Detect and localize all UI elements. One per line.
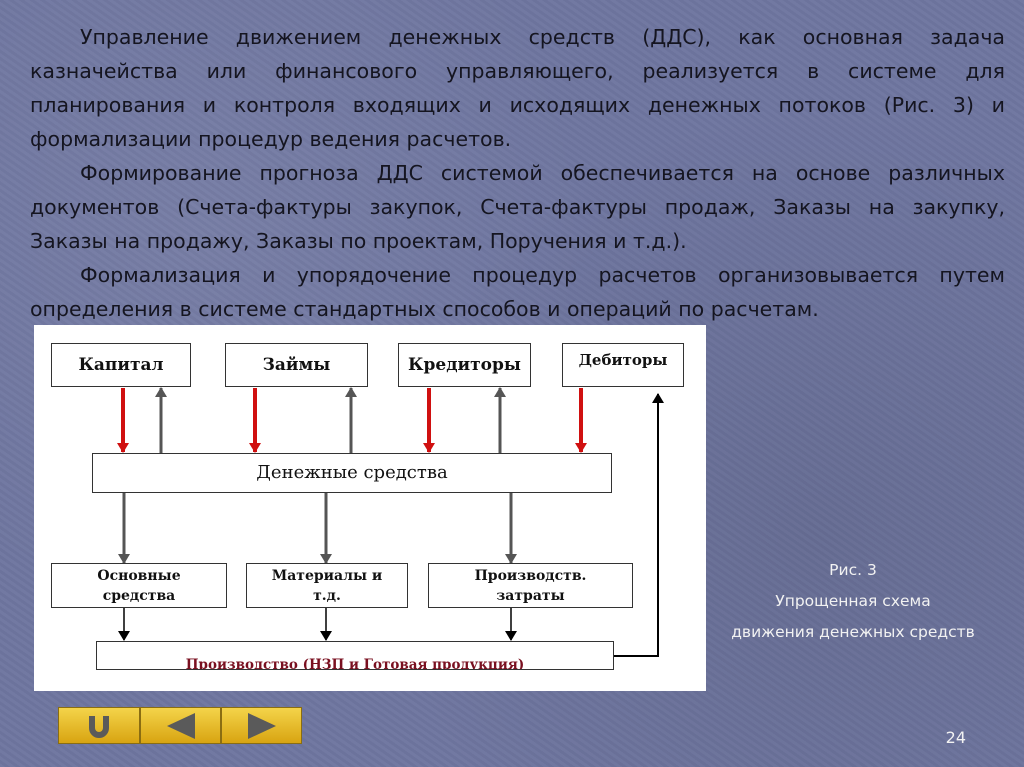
diagram-arrows [117,387,664,657]
home-icon [89,715,109,738]
back-arrow-icon [166,712,195,739]
node-creditors: Кредиторы [398,343,531,387]
node-loans: Займы [225,343,368,387]
node-debtors: Дебиторы [562,343,684,387]
caption-title-line1: Упрощенная схема [775,592,931,610]
forward-arrow-icon [247,712,276,739]
node-capital: Капитал [51,343,191,387]
node-cash: Денежные средства [92,453,612,493]
back-button[interactable] [140,707,221,744]
figure-caption: Рис. 3 Упрощенная схема движения денежны… [708,555,998,648]
home-button[interactable] [58,707,140,744]
paragraph-2: Формирование прогноза ДДС системой обесп… [30,161,1005,253]
paragraph-3: Формализация и упорядочение процедур рас… [30,263,1005,321]
return-arrow-production-to-debtors [614,393,664,657]
paragraph-1: Управление движением денежных средств (Д… [30,25,1005,151]
cash-flow-diagram: Капитал Займы Кредиторы Дебиторы Денежны… [34,325,706,691]
node-fixed-assets: Основные средства [51,563,227,608]
caption-title-line2: движения денежных средств [731,623,975,641]
node-production: Производство (НЗП и Готовая продукция) [96,641,614,670]
node-materials: Материалы и т.д. [246,563,408,608]
slide-text: Управление движением денежных средств (Д… [30,20,1005,326]
forward-button[interactable] [221,707,302,744]
node-production-costs: Производств. затраты [428,563,633,608]
slide-number: 24 [945,728,966,747]
caption-figure-number: Рис. 3 [829,561,877,579]
slide-navigation [58,707,302,744]
